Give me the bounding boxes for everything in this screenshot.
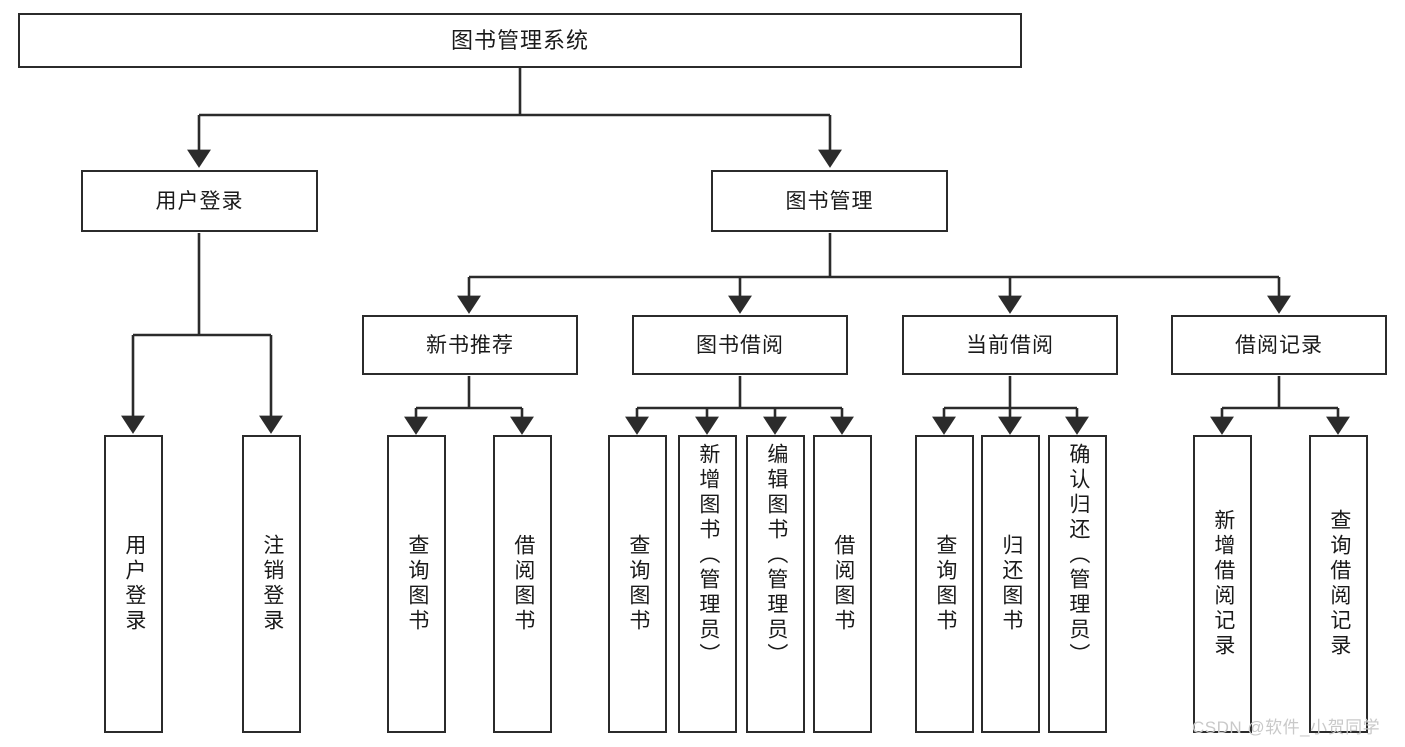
node-label: 借阅记录: [1235, 333, 1323, 357]
node-label: 归还图书: [999, 534, 1023, 634]
node-label: 图书管理: [785, 189, 874, 213]
node-label: 图书管理系统: [450, 27, 589, 53]
node-leaf-query-book-3[interactable]: 查询图书: [915, 435, 974, 733]
node-label: 新书推荐: [426, 333, 514, 357]
watermark: CSDN @软件_小贺同学: [1192, 718, 1381, 737]
node-user-login[interactable]: 用户登录: [81, 170, 318, 232]
node-leaf-query-record[interactable]: 查询借阅记录: [1309, 435, 1368, 733]
node-label: 借阅图书: [831, 534, 855, 634]
node-leaf-add-record[interactable]: 新增借阅记录: [1193, 435, 1252, 733]
node-leaf-edit-book[interactable]: 编辑图书（管理员）: [746, 435, 805, 733]
node-leaf-query-book-2[interactable]: 查询图书: [608, 435, 667, 733]
node-label: 用户登录: [122, 534, 146, 634]
node-leaf-return-book[interactable]: 归还图书: [981, 435, 1040, 733]
node-current-borrow[interactable]: 当前借阅: [902, 315, 1118, 375]
node-label: 新增借阅记录: [1211, 509, 1235, 659]
node-leaf-logout[interactable]: 注销登录: [242, 435, 301, 733]
node-leaf-query-book-1[interactable]: 查询图书: [387, 435, 446, 733]
node-label: 查询图书: [933, 534, 957, 634]
node-label: 借阅图书: [511, 534, 535, 634]
node-label: 查询图书: [626, 534, 650, 634]
node-label: 注销登录: [260, 534, 284, 634]
node-label: 新增图书（管理员）: [696, 443, 720, 668]
node-leaf-user-login[interactable]: 用户登录: [104, 435, 163, 733]
node-label: 用户登录: [155, 189, 244, 213]
node-book-borrow[interactable]: 图书借阅: [632, 315, 848, 375]
node-new-book-rec[interactable]: 新书推荐: [362, 315, 578, 375]
node-label: 编辑图书（管理员）: [764, 443, 788, 668]
node-label: 查询借阅记录: [1327, 509, 1351, 659]
node-label: 当前借阅: [966, 333, 1054, 357]
node-leaf-borrow-book-2[interactable]: 借阅图书: [813, 435, 872, 733]
node-label: 查询图书: [405, 534, 429, 634]
node-leaf-confirm-return[interactable]: 确认归还（管理员）: [1048, 435, 1107, 733]
node-book-manage[interactable]: 图书管理: [711, 170, 948, 232]
node-borrow-record[interactable]: 借阅记录: [1171, 315, 1387, 375]
node-label: 图书借阅: [696, 333, 784, 357]
node-leaf-borrow-book-1[interactable]: 借阅图书: [493, 435, 552, 733]
node-root[interactable]: 图书管理系统: [18, 13, 1022, 68]
node-leaf-add-book[interactable]: 新增图书（管理员）: [678, 435, 737, 733]
node-label: 确认归还（管理员）: [1066, 443, 1090, 668]
